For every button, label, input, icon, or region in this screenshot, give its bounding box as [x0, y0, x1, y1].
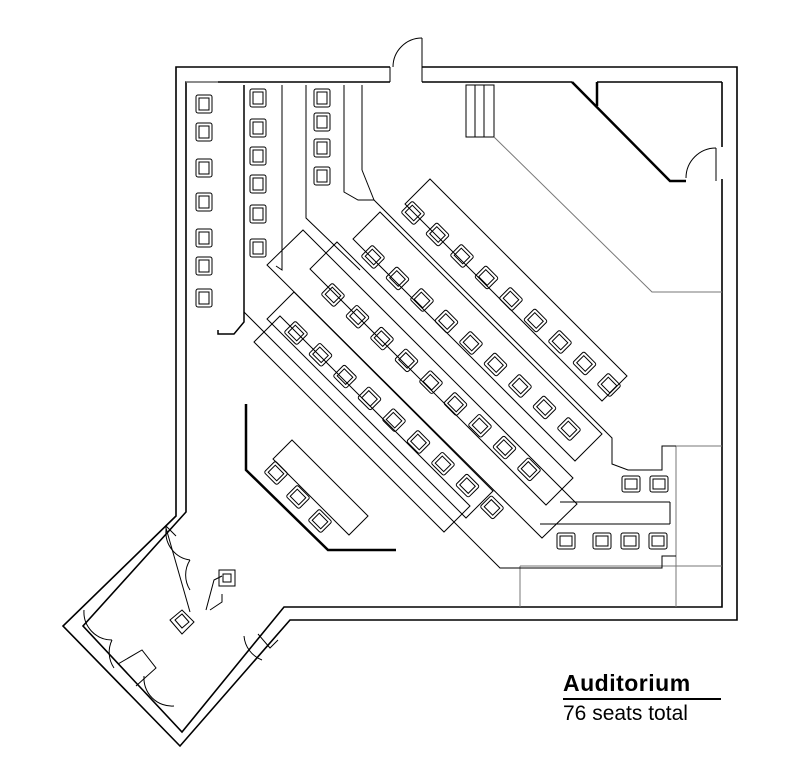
seat	[382, 408, 406, 432]
seat	[419, 370, 443, 394]
seat	[249, 238, 267, 258]
seat	[483, 352, 508, 377]
seat	[597, 373, 621, 397]
seat	[313, 166, 331, 186]
seat	[195, 256, 213, 276]
seat	[195, 94, 213, 114]
seat	[249, 174, 267, 194]
seat	[621, 475, 641, 493]
seat	[406, 430, 431, 454]
seat	[523, 308, 548, 333]
corner-room	[571, 81, 717, 183]
seat	[620, 532, 640, 550]
seat	[434, 309, 459, 334]
seat	[492, 435, 517, 460]
seat	[195, 158, 213, 178]
seat	[455, 473, 480, 498]
seat	[517, 457, 541, 482]
seat	[548, 330, 572, 354]
title-block: Auditorium 76 seats total	[563, 671, 725, 726]
seat	[313, 138, 331, 158]
stairs	[465, 84, 495, 138]
seat	[557, 417, 581, 441]
seat	[286, 485, 310, 509]
seat	[195, 228, 213, 248]
seat	[308, 343, 333, 367]
seat	[385, 266, 410, 291]
seat	[321, 283, 345, 307]
seat	[499, 287, 523, 311]
title-rule	[563, 698, 721, 700]
seat	[264, 461, 288, 485]
seat	[308, 509, 332, 533]
seat	[401, 201, 425, 225]
exterior-walls	[61, 66, 738, 748]
seat-count-label: 76 seats total	[563, 702, 688, 725]
plan-title: Auditorium	[563, 670, 691, 696]
seat	[370, 326, 394, 351]
seat	[249, 146, 267, 166]
seat	[249, 118, 267, 138]
seat	[195, 288, 213, 308]
seat	[361, 245, 385, 269]
seating-rows	[253, 178, 628, 539]
seat	[249, 88, 267, 108]
seat	[443, 392, 468, 416]
seat	[425, 222, 450, 247]
aisle-tiers	[217, 85, 676, 569]
seat	[508, 374, 532, 398]
seat	[195, 122, 213, 142]
stage-boundary	[493, 136, 722, 607]
seat	[394, 348, 419, 373]
seat	[313, 112, 331, 132]
seat	[357, 386, 382, 411]
seat	[649, 475, 669, 493]
seat	[345, 305, 370, 329]
inner-wall	[244, 404, 396, 552]
seat	[572, 351, 597, 376]
seat	[333, 364, 357, 389]
seat	[313, 88, 331, 108]
seat	[284, 321, 308, 345]
top-door	[389, 37, 423, 82]
lobby	[83, 515, 279, 707]
seats	[195, 88, 669, 550]
seat	[532, 395, 557, 420]
seat	[431, 452, 455, 476]
seat	[450, 244, 474, 268]
seat	[468, 414, 492, 438]
seat	[474, 265, 499, 290]
seat	[249, 204, 267, 224]
seat	[459, 331, 483, 355]
seat	[195, 192, 213, 212]
seat	[410, 288, 434, 312]
seat	[556, 532, 576, 550]
seat	[648, 532, 668, 550]
seat	[480, 495, 504, 520]
seat	[592, 532, 612, 550]
